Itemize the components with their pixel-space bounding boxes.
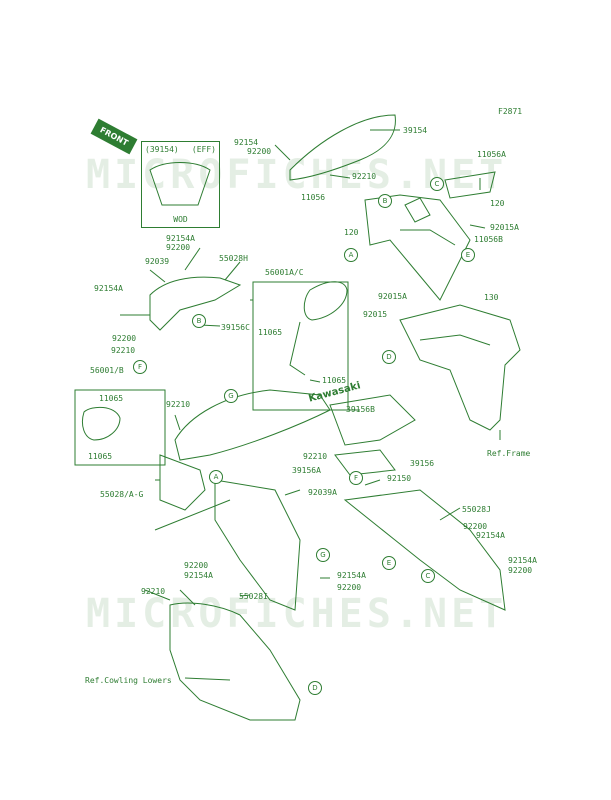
part-label[interactable]: 92200 — [112, 334, 137, 343]
part-label[interactable]: 92154A — [184, 571, 213, 580]
part-label[interactable]: 92200 — [247, 147, 272, 156]
part-label[interactable]: 92154A — [337, 571, 366, 580]
part-label[interactable]: 39154 — [403, 126, 428, 135]
part-label[interactable]: 92039 — [145, 257, 170, 266]
part-label[interactable]: 92200 — [463, 522, 488, 531]
part-label[interactable]: 92039A — [308, 488, 337, 497]
callout-e: E — [461, 248, 475, 262]
part-label[interactable]: 92150 — [387, 474, 412, 483]
inset-windshield-shape — [149, 162, 211, 206]
side-cowl-right-shape — [343, 489, 506, 611]
side-cowl-center-shape — [214, 479, 301, 611]
part-label[interactable]: 55028J — [462, 505, 491, 514]
part-label[interactable]: 39156B — [346, 405, 375, 414]
bracket-stay-shape — [364, 194, 471, 301]
frame-shape — [399, 304, 521, 431]
callout-g: G — [224, 389, 238, 403]
part-label[interactable]: 92154A — [94, 284, 123, 293]
windshield-shape — [289, 114, 396, 181]
mirror-left-shape — [81, 406, 121, 441]
inset-region: (EFF) — [191, 145, 216, 154]
callout-g-2: G — [316, 548, 330, 562]
part-label[interactable]: 92154A — [166, 234, 195, 243]
part-label[interactable]: 11056 — [301, 193, 326, 202]
callout-a: A — [344, 248, 358, 262]
callout-e-2: E — [382, 556, 396, 570]
part-label[interactable]: 11056B — [474, 235, 503, 244]
ref-cowling-label: Ref.Cowling Lowers — [85, 676, 172, 685]
part-label[interactable]: 130 — [484, 293, 499, 302]
inset-variant: WOD — [173, 215, 188, 224]
part-label[interactable]: 11065 — [322, 376, 347, 385]
part-label[interactable]: 92154 — [234, 138, 259, 147]
part-label[interactable]: 39156C — [221, 323, 250, 332]
part-label[interactable]: 92200 — [337, 583, 362, 592]
callout-d: D — [382, 350, 396, 364]
callout-a-2: A — [209, 470, 223, 484]
part-label[interactable]: 92200 — [184, 561, 209, 570]
part-label[interactable]: 92200 — [166, 243, 191, 252]
inset-box: (39154) (EFF) WOD — [141, 141, 220, 228]
callout-d-2: D — [308, 681, 322, 695]
ref-frame-label: Ref.Frame — [487, 449, 531, 458]
callout-c-2: C — [421, 569, 435, 583]
part-label[interactable]: 39156A — [292, 466, 321, 475]
watermark-bottom: MICROFICHES.NET — [86, 591, 508, 637]
part-label[interactable]: 120 — [490, 199, 505, 208]
callout-b: B — [378, 194, 392, 208]
part-label[interactable]: 92210 — [111, 346, 136, 355]
inset-part: (39154) — [145, 145, 179, 154]
figure-code: F2871 — [498, 107, 523, 116]
mirror-right-shape — [303, 281, 348, 321]
part-label[interactable]: 55028I — [239, 592, 268, 601]
callout-b-2: B — [192, 314, 206, 328]
part-label[interactable]: 92154A — [476, 531, 505, 540]
part-label[interactable]: 92210 — [352, 172, 377, 181]
front-fairing-shape — [169, 602, 301, 721]
part-label[interactable]: 11065 — [258, 328, 283, 337]
part-label[interactable]: 92210 — [141, 587, 166, 596]
part-label[interactable]: 39156 — [410, 459, 435, 468]
part-label[interactable]: 55028H — [219, 254, 248, 263]
part-label[interactable]: 92210 — [303, 452, 328, 461]
part-label[interactable]: 56001/B — [90, 366, 124, 375]
part-label[interactable]: 11065 — [88, 452, 113, 461]
part-label[interactable]: 92015A — [490, 223, 519, 232]
callout-f: F — [133, 360, 147, 374]
part-label[interactable]: 56001A/C — [265, 268, 304, 277]
part-label[interactable]: 92154A — [508, 556, 537, 565]
part-label[interactable]: 11056A — [477, 150, 506, 159]
part-label[interactable]: 11065 — [99, 394, 124, 403]
part-label[interactable]: 92210 — [166, 400, 191, 409]
part-label[interactable]: 92015A — [378, 292, 407, 301]
part-label[interactable]: 55028/A-G — [100, 490, 144, 499]
part-label[interactable]: 92200 — [508, 566, 533, 575]
inner-cowl-shape — [174, 389, 331, 461]
part-label[interactable]: 92015 — [363, 310, 388, 319]
callout-f-2: F — [349, 471, 363, 485]
callout-c: C — [430, 177, 444, 191]
inner-panel-shape — [329, 394, 416, 446]
side-duct-left-shape — [149, 276, 242, 331]
part-label[interactable]: 120 — [344, 228, 359, 237]
